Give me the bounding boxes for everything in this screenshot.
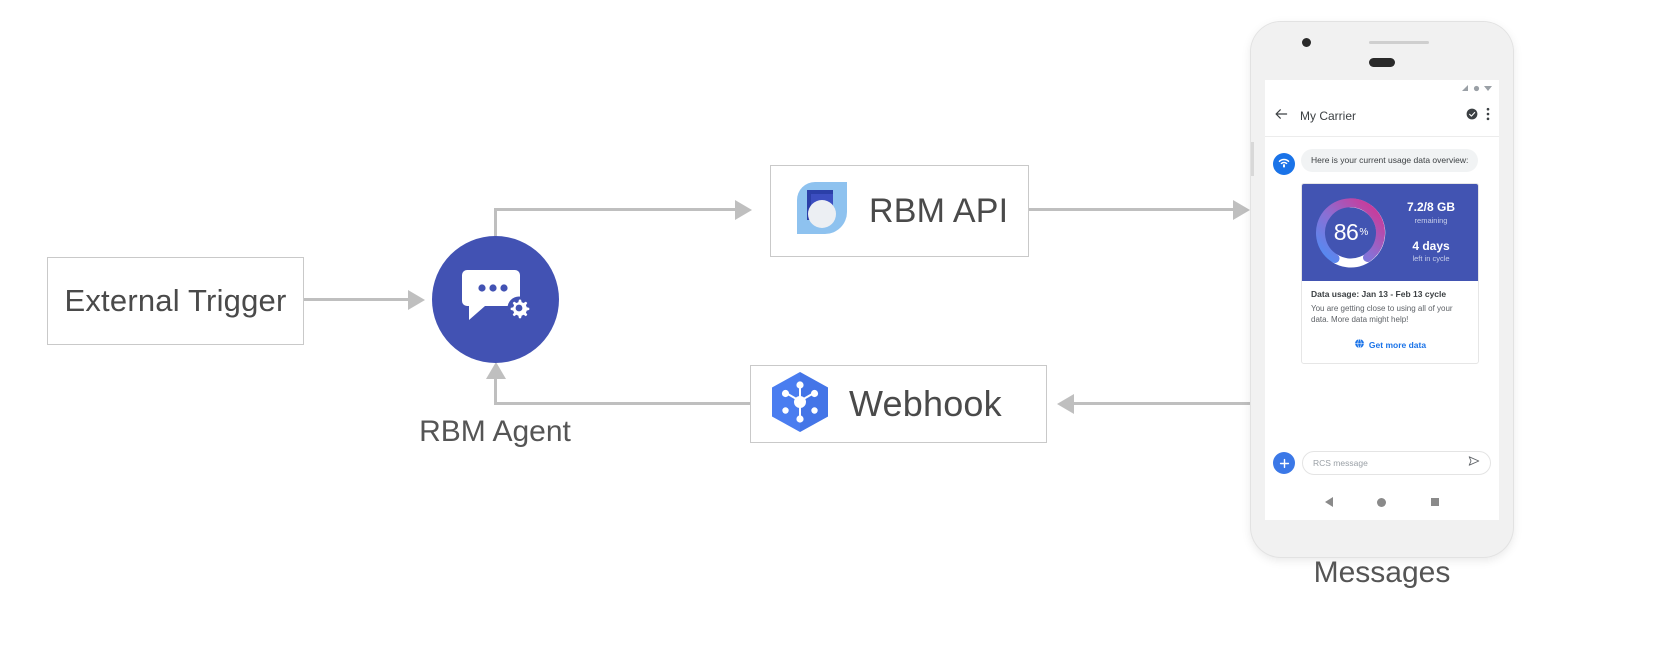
days-left-label: left in cycle <box>1412 254 1450 264</box>
card-body-line-2: More data might help! <box>1331 315 1409 325</box>
connector-webhook-to-agent <box>494 402 750 405</box>
message-row: Here is your current usage data overview… <box>1273 149 1491 175</box>
webhook-box[interactable]: Webhook <box>750 365 1047 443</box>
rcs-message-input[interactable]: RCS message <box>1302 451 1491 475</box>
overflow-menu-icon[interactable] <box>1486 107 1490 126</box>
agent-avatar <box>1273 153 1295 175</box>
verified-shield-icon[interactable] <box>1466 107 1478 125</box>
card-body-line-1: You are getting close to using all of yo… <box>1311 303 1453 325</box>
connector-phone-to-webhook <box>1074 402 1261 405</box>
webhook-label: Webhook <box>849 383 1002 424</box>
phone-device: My Carrier <box>1251 22 1513 557</box>
phone-earpiece-line <box>1369 41 1429 44</box>
connector-trigger-to-agent <box>304 298 410 301</box>
app-bar: My Carrier <box>1265 96 1499 137</box>
rbm-agent-caption: RBM Agent <box>419 415 571 448</box>
days-left-value: 4 days <box>1412 239 1450 253</box>
globe-icon <box>1354 336 1365 354</box>
rbm-agent-node[interactable] <box>432 236 559 363</box>
signal-icon <box>1462 80 1469 97</box>
rbm-api-label: RBM API <box>869 191 1009 230</box>
get-more-data-button[interactable]: Get more data <box>1302 330 1478 363</box>
usage-percent-symbol: % <box>1359 227 1369 238</box>
connector-agent-up <box>494 208 497 240</box>
connector-agent-to-api <box>494 208 737 211</box>
external-trigger-label: External Trigger <box>64 283 287 318</box>
battery-icon <box>1484 80 1492 97</box>
usage-gauge: 86% <box>1312 194 1390 272</box>
app-bar-title: My Carrier <box>1300 109 1356 123</box>
arrowhead-trigger-to-agent <box>408 290 425 310</box>
usage-panel: 86% 7.2/8 GB remaining 4 days left in cy… <box>1302 184 1478 281</box>
card-title: Data usage: Jan 13 - Feb 13 cycle <box>1311 289 1447 299</box>
rbm-api-box[interactable]: RBM API <box>770 165 1029 257</box>
nav-recents-icon[interactable] <box>1430 498 1439 506</box>
usage-percent: 86 <box>1333 219 1359 245</box>
rbm-api-logo-icon <box>789 176 855 247</box>
wifi-icon <box>1473 80 1480 97</box>
rcs-broadcast-icon <box>1277 155 1291 174</box>
message-bubble: Here is your current usage data overview… <box>1301 149 1479 173</box>
messages-caption: Messages <box>1313 556 1451 589</box>
phone-speaker <box>1369 58 1395 67</box>
connector-api-to-phone <box>1029 208 1235 211</box>
webhook-hexagon-icon <box>767 370 833 439</box>
plus-icon[interactable] <box>1273 452 1295 474</box>
back-arrow-icon[interactable] <box>1274 107 1288 126</box>
phone-top-bezel <box>1251 22 1513 80</box>
chat-gear-icon <box>461 266 531 333</box>
nav-back-icon[interactable] <box>1325 497 1334 507</box>
data-remaining-value: 7.2/8 GB <box>1406 200 1456 215</box>
send-icon[interactable] <box>1468 454 1480 472</box>
usage-gauge-center: 86% <box>1312 194 1390 272</box>
nav-home-icon[interactable] <box>1377 497 1387 507</box>
arrowhead-phone-to-webhook <box>1057 394 1074 414</box>
status-bar <box>1265 80 1499 96</box>
data-remaining-label: remaining <box>1414 215 1448 225</box>
conversation-area: Here is your current usage data overview… <box>1265 137 1499 365</box>
usage-stats: 7.2/8 GB remaining 4 days left in cycle <box>1390 200 1478 264</box>
card-text-block: Data usage: Jan 13 - Feb 13 cycle You ar… <box>1302 281 1478 330</box>
arrowhead-api-to-phone <box>1233 200 1250 220</box>
rich-card[interactable]: 86% 7.2/8 GB remaining 4 days left in cy… <box>1301 183 1479 365</box>
card-body: You are getting close to using all of yo… <box>1311 303 1469 326</box>
phone-screen: My Carrier <box>1265 80 1499 520</box>
stats-spacer <box>1390 226 1472 239</box>
rcs-message-placeholder: RCS message <box>1313 458 1368 468</box>
get-more-data-label: Get more data <box>1368 340 1427 351</box>
arrowhead-agent-to-api <box>735 200 752 220</box>
phone-side-button[interactable] <box>1251 142 1254 176</box>
android-nav-bar <box>1265 484 1499 520</box>
external-trigger-box[interactable]: External Trigger <box>47 257 304 345</box>
phone-camera <box>1302 38 1311 47</box>
connector-agent-up-from-webhook <box>494 378 497 404</box>
arrowhead-webhook-to-agent <box>486 362 506 379</box>
message-composer: RCS message <box>1265 442 1499 484</box>
